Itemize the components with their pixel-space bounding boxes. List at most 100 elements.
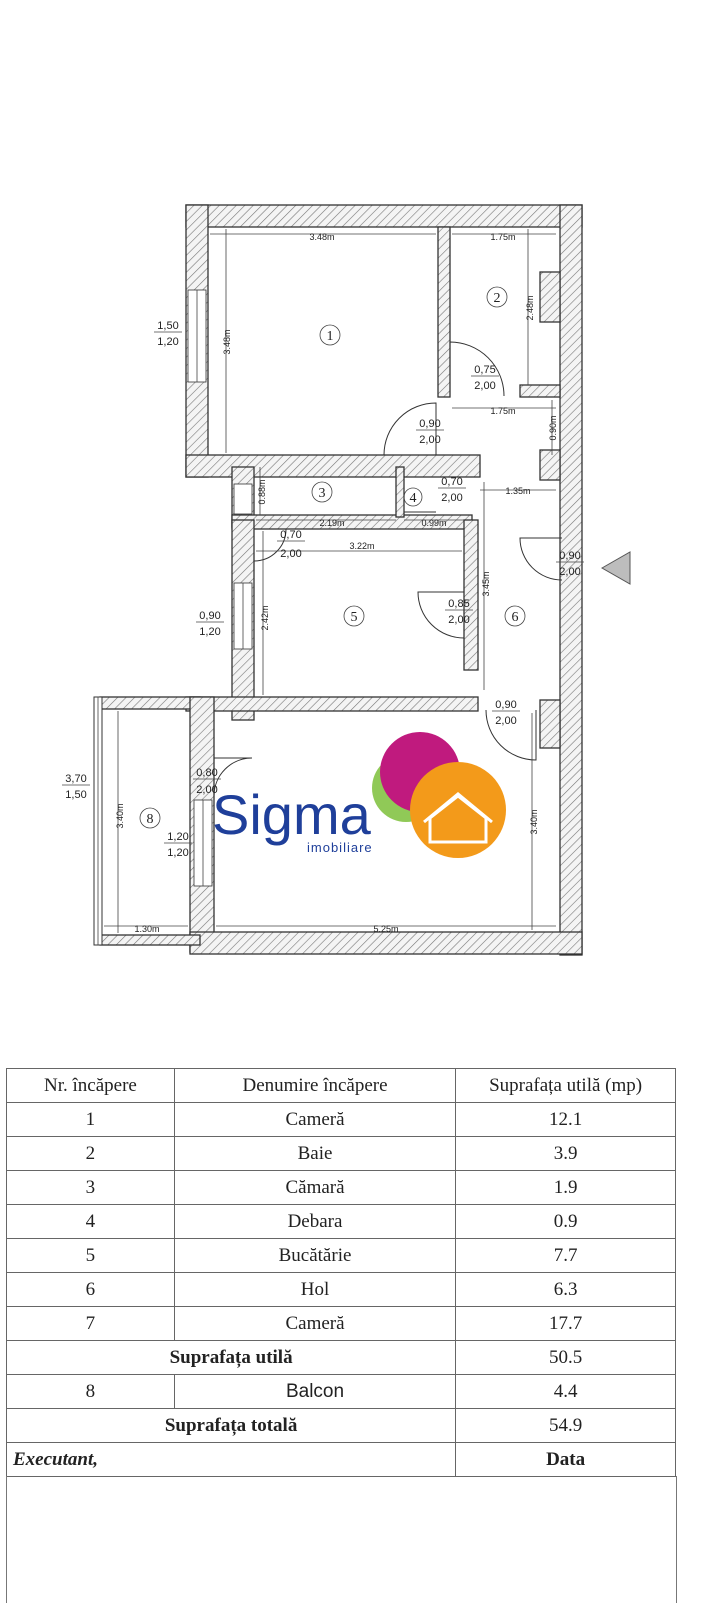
dim-r3-width: 2.19m <box>319 518 344 528</box>
door-r7-width: 0,90 <box>495 699 516 711</box>
cell-name: Baie <box>173 1136 457 1171</box>
cell-area: 17.7 <box>455 1306 676 1341</box>
page-border-right <box>676 1476 677 1603</box>
cell-name: Cămară <box>173 1170 457 1205</box>
dim-hall-right: 0.90m <box>548 415 558 440</box>
cell-nr: 5 <box>6 1238 175 1273</box>
windows <box>187 289 253 887</box>
balcony-row: 8 Balcon 4.4 <box>6 1374 676 1409</box>
door-r2-width: 0,75 <box>474 364 495 376</box>
room-number-3: 3 <box>319 486 326 501</box>
useful-area-label: Suprafața utilă <box>5 1340 457 1375</box>
entry-arrow-icon <box>600 551 631 585</box>
table-row: 6 Hol 6.3 <box>6 1272 676 1307</box>
dim-hall-width: 1.35m <box>505 486 530 496</box>
door-r1-width: 0,90 <box>419 418 440 430</box>
cell-area: 7.7 <box>455 1238 676 1273</box>
window-r5-width: 0,90 <box>199 610 220 622</box>
executant-label: Executant, <box>5 1442 457 1477</box>
room-number-1: 1 <box>327 329 334 344</box>
window-r8-width: 1,20 <box>167 831 188 843</box>
rooms-table: Nr. încăpere Denumire încăpere Suprafața… <box>5 1068 676 1477</box>
logo-brand: Sigma <box>212 783 372 846</box>
door-r3-width: 0,70 <box>280 529 301 541</box>
room-number-6: 6 <box>512 610 519 625</box>
page-border-left <box>6 1476 7 1603</box>
dim-r2-width: 1.75m <box>490 232 515 242</box>
useful-area-row: Suprafața utilă 50.5 <box>5 1340 676 1375</box>
dimension-lines <box>104 229 556 933</box>
table-row: 7 Cameră 17.7 <box>6 1306 676 1341</box>
room-number-5: 5 <box>351 610 358 625</box>
room-number-4: 4 <box>410 491 417 506</box>
door-r5-width: 0,85 <box>448 598 469 610</box>
cell-nr: 6 <box>6 1272 175 1307</box>
cell-area: 4.4 <box>455 1374 676 1409</box>
dimension-labels: 3.48m 3.48m 1.75m 2.48m 1.75m 0.90m 0.88… <box>115 232 558 934</box>
window-r8-height: 1,20 <box>167 847 188 859</box>
cell-name: Balcon <box>173 1374 457 1409</box>
door-entry-height: 2,00 <box>559 566 580 578</box>
cell-name: Hol <box>173 1272 457 1307</box>
door-r1-height: 2,00 <box>419 434 440 446</box>
window-r1-height: 1,20 <box>157 336 178 348</box>
door-entry-width: 0,90 <box>559 550 580 562</box>
dim-r8-height: 3.40m <box>115 803 125 828</box>
total-area-label: Suprafața totală <box>5 1408 457 1443</box>
date-label: Data <box>455 1442 676 1477</box>
dim-r7-height: 3.40m <box>529 809 539 834</box>
cell-area: 1.9 <box>455 1170 676 1205</box>
cell-nr: 2 <box>6 1136 175 1171</box>
opening-labels: 1,50 1,20 0,75 2,00 0,90 2,00 0,70 2,00 … <box>62 320 584 859</box>
door-r2-height: 2,00 <box>474 380 495 392</box>
dim-r1-height: 3.48m <box>222 329 232 354</box>
floor-plan: 3.48m 3.48m 1.75m 2.48m 1.75m 0.90m 0.88… <box>62 204 631 956</box>
door-r4-width: 0,70 <box>441 476 462 488</box>
cell-nr: 3 <box>6 1170 175 1205</box>
signature-row: Executant, Data <box>5 1442 676 1477</box>
cell-nr: 8 <box>6 1374 175 1409</box>
sigma-logo: Sigma imobiliare <box>212 732 506 858</box>
dim-r4-width: 0.99m <box>421 518 446 528</box>
window-r5-height: 1,20 <box>199 626 220 638</box>
door-r7-height: 2,00 <box>495 715 516 727</box>
cell-nr: 7 <box>6 1306 175 1341</box>
cell-name: Bucătărie <box>173 1238 457 1273</box>
logo-tagline: imobiliare <box>307 840 373 855</box>
header-area: Suprafața utilă (mp) <box>455 1068 676 1103</box>
cell-nr: 4 <box>6 1204 175 1239</box>
cell-area: 0.9 <box>455 1204 676 1239</box>
cell-name: Cameră <box>173 1306 457 1341</box>
dim-r8-width: 1.30m <box>134 924 159 934</box>
balcony-window-height: 1,50 <box>65 789 86 801</box>
total-area-row: Suprafața totală 54.9 <box>5 1408 676 1443</box>
balcony-window-width: 3,70 <box>65 773 86 785</box>
walls <box>93 204 583 956</box>
cell-name: Debara <box>173 1204 457 1239</box>
useful-area-value: 50.5 <box>455 1340 676 1375</box>
room-numbers: 1 2 3 4 5 6 8 <box>139 286 526 829</box>
window-r1-width: 1,50 <box>157 320 178 332</box>
dim-r5-width: 3.22m <box>349 541 374 551</box>
cell-name: Cameră <box>173 1102 457 1137</box>
dim-r1-width: 3.48m <box>309 232 334 242</box>
door-r8-width: 0,80 <box>196 767 217 779</box>
dim-r2-height: 2.48m <box>525 295 535 320</box>
header-room-nr: Nr. încăpere <box>6 1068 175 1103</box>
cell-area: 3.9 <box>455 1136 676 1171</box>
header-room-name: Denumire încăpere <box>173 1068 457 1103</box>
cell-area: 12.1 <box>455 1102 676 1137</box>
door-r4-height: 2,00 <box>441 492 462 504</box>
table-header-row: Nr. încăpere Denumire încăpere Suprafața… <box>6 1068 676 1103</box>
door-r3-height: 2,00 <box>280 548 301 560</box>
total-area-value: 54.9 <box>455 1408 676 1443</box>
room-number-8: 8 <box>147 812 154 827</box>
cell-nr: 1 <box>6 1102 175 1137</box>
dim-r7-width: 5.25m <box>373 924 398 934</box>
table-row: 5 Bucătărie 7.7 <box>6 1238 676 1273</box>
door-swings <box>213 341 563 797</box>
table-row: 4 Debara 0.9 <box>6 1204 676 1239</box>
table-row: 2 Baie 3.9 <box>6 1136 676 1171</box>
dim-r5-height: 2.42m <box>260 605 270 630</box>
room-number-2: 2 <box>494 291 501 306</box>
